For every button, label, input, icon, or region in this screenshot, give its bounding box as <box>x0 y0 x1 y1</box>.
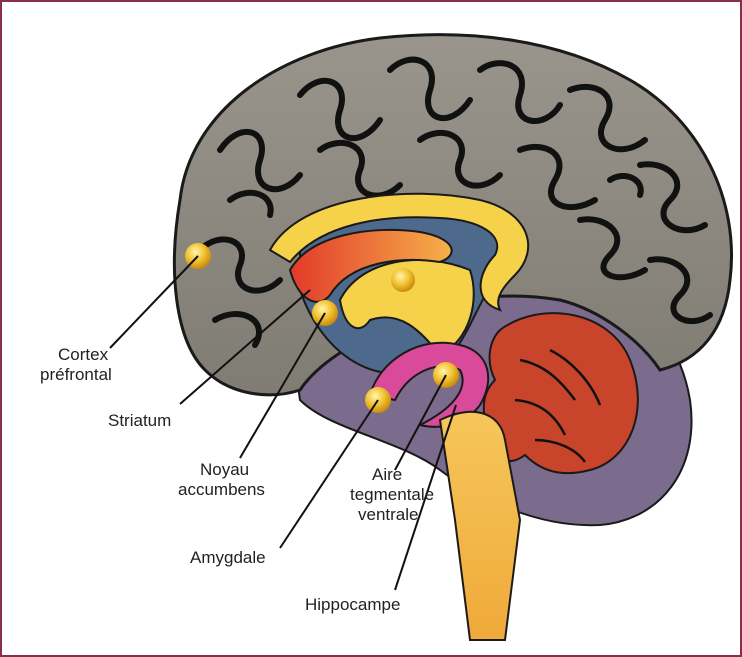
label-noyau-accumbens: Noyau accumbens <box>178 460 265 499</box>
label-amygdale: Amygdale <box>190 548 266 567</box>
node-thalamus <box>391 268 415 292</box>
label-hippocampe: Hippocampe <box>305 595 400 614</box>
label-aire-tegmentale: Aire tegmentale ventrale <box>350 465 439 524</box>
label-cortex: Cortex préfrontal <box>40 345 113 384</box>
label-striatum: Striatum <box>108 411 171 430</box>
